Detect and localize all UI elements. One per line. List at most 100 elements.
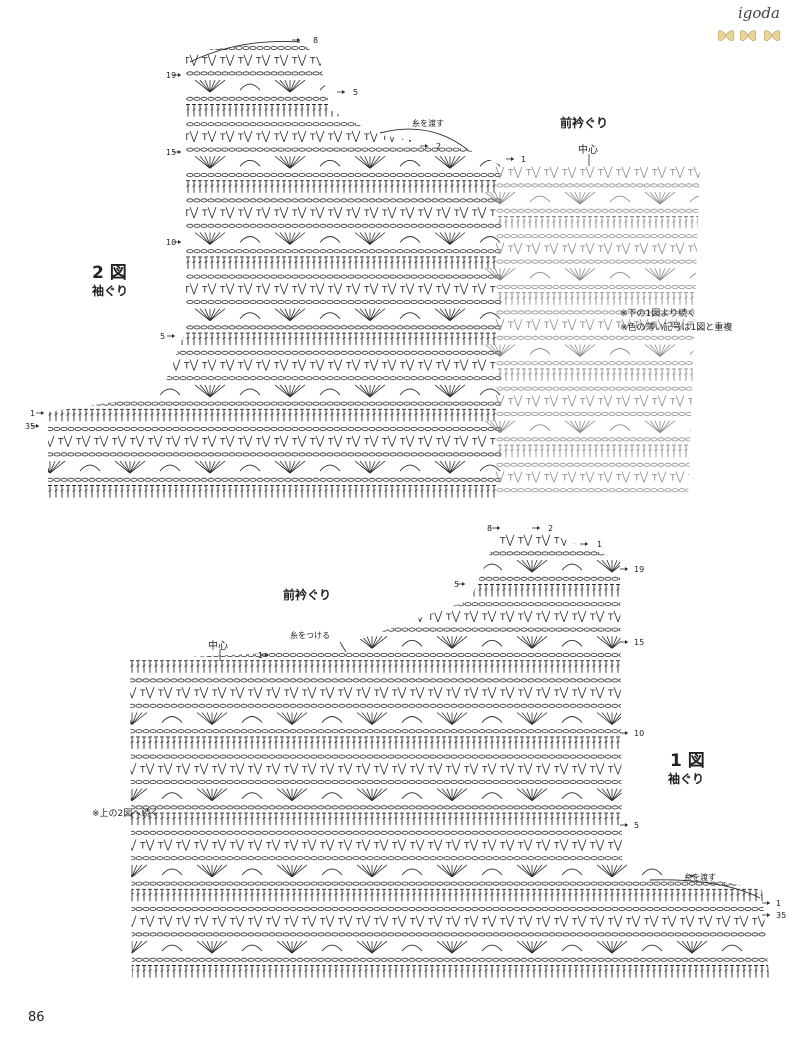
svg-text:T: T <box>345 285 352 295</box>
svg-text:T: T <box>345 133 352 143</box>
chart-1-subtitle: 袖ぐり <box>668 772 705 786</box>
svg-text:T: T <box>507 474 514 484</box>
svg-text:T: T <box>75 209 82 219</box>
svg-text:T: T <box>525 245 532 255</box>
svg-text:T: T <box>111 133 118 143</box>
svg-text:T: T <box>489 133 496 143</box>
svg-text:T: T <box>543 397 550 407</box>
svg-text:T: T <box>291 57 298 67</box>
svg-text:T: T <box>147 57 154 67</box>
svg-text:T: T <box>633 245 640 255</box>
chart-1-title: 1 図 <box>670 746 705 771</box>
svg-text:T: T <box>633 397 640 407</box>
svg-text:T: T <box>175 537 182 547</box>
svg-text:T: T <box>427 537 434 547</box>
chart-2-marker-8: 8 <box>313 36 319 45</box>
svg-text:T: T <box>75 285 82 295</box>
svg-text:T: T <box>273 362 280 372</box>
svg-text:T: T <box>309 209 316 219</box>
svg-text:T: T <box>273 57 280 67</box>
svg-text:T: T <box>219 362 226 372</box>
svg-text:T: T <box>409 537 416 547</box>
svg-text:T: T <box>679 537 686 547</box>
svg-text:T: T <box>481 537 488 547</box>
svg-text:T: T <box>165 438 172 448</box>
svg-text:T: T <box>363 209 370 219</box>
chart-1-row-5: 5 <box>634 821 640 830</box>
svg-text:T: T <box>687 397 694 407</box>
svg-text:T: T <box>327 57 334 67</box>
chart-2-neck-label: 前衿ぐり <box>560 116 609 130</box>
svg-text:T: T <box>345 57 352 67</box>
svg-text:T: T <box>417 362 424 372</box>
svg-text:T: T <box>237 362 244 372</box>
svg-text:T: T <box>147 209 154 219</box>
chart-1-marker-1: 1 <box>258 651 264 660</box>
svg-text:T: T <box>201 57 208 67</box>
brand-logo: igoda <box>712 4 798 48</box>
svg-text:T: T <box>57 362 64 372</box>
svg-text:T: T <box>615 397 622 407</box>
svg-text:T: T <box>111 438 118 448</box>
svg-text:T: T <box>129 209 136 219</box>
svg-text:T: T <box>553 537 560 547</box>
svg-text:T: T <box>669 321 676 331</box>
chart-2-row-19: 19 <box>166 71 177 80</box>
svg-text:T: T <box>399 133 406 143</box>
svg-text:T: T <box>255 438 262 448</box>
svg-text:T: T <box>193 537 200 547</box>
svg-text:T: T <box>579 169 586 179</box>
svg-text:T: T <box>507 321 514 331</box>
svg-text:T: T <box>363 57 370 67</box>
svg-text:T: T <box>165 57 172 67</box>
chart-1-row-15: 15 <box>634 638 645 647</box>
svg-text:T: T <box>327 285 334 295</box>
chart-2-subtitle: 袖ぐり <box>92 284 129 298</box>
svg-text:T: T <box>165 362 172 372</box>
svg-text:T: T <box>669 169 676 179</box>
svg-text:T: T <box>561 321 568 331</box>
svg-text:T: T <box>561 397 568 407</box>
svg-text:T: T <box>453 133 460 143</box>
svg-text:T: T <box>453 57 460 67</box>
svg-text:T: T <box>57 133 64 143</box>
svg-text:T: T <box>489 285 496 295</box>
svg-text:T: T <box>381 133 388 143</box>
svg-text:T: T <box>525 474 532 484</box>
svg-text:T: T <box>669 474 676 484</box>
svg-text:T: T <box>651 321 658 331</box>
svg-text:T: T <box>597 245 604 255</box>
svg-text:T: T <box>139 537 146 547</box>
svg-text:T: T <box>129 362 136 372</box>
svg-text:T: T <box>769 537 776 547</box>
chart-2-center-label: 中心 <box>578 145 598 156</box>
svg-text:T: T <box>633 474 640 484</box>
chart-1-marker-1-top: 1 <box>597 540 603 549</box>
svg-text:T: T <box>237 133 244 143</box>
svg-text:T: T <box>525 397 532 407</box>
brand-name: igoda <box>738 4 780 22</box>
svg-text:T: T <box>579 321 586 331</box>
svg-text:T: T <box>453 209 460 219</box>
svg-text:T: T <box>751 537 758 547</box>
svg-text:T: T <box>507 169 514 179</box>
svg-text:T: T <box>157 537 164 547</box>
svg-text:T: T <box>291 133 298 143</box>
svg-text:T: T <box>345 438 352 448</box>
svg-text:T: T <box>75 57 82 67</box>
svg-text:T: T <box>255 133 262 143</box>
svg-text:T: T <box>625 537 632 547</box>
svg-text:T: T <box>399 285 406 295</box>
svg-text:T: T <box>571 537 578 547</box>
svg-text:T: T <box>255 57 262 67</box>
svg-text:T: T <box>255 285 262 295</box>
svg-text:T: T <box>435 362 442 372</box>
svg-text:T: T <box>183 285 190 295</box>
svg-text:T: T <box>471 209 478 219</box>
svg-text:T: T <box>705 397 712 407</box>
svg-text:T: T <box>435 285 442 295</box>
svg-text:T: T <box>471 438 478 448</box>
svg-text:T: T <box>499 537 506 547</box>
svg-text:T: T <box>579 245 586 255</box>
